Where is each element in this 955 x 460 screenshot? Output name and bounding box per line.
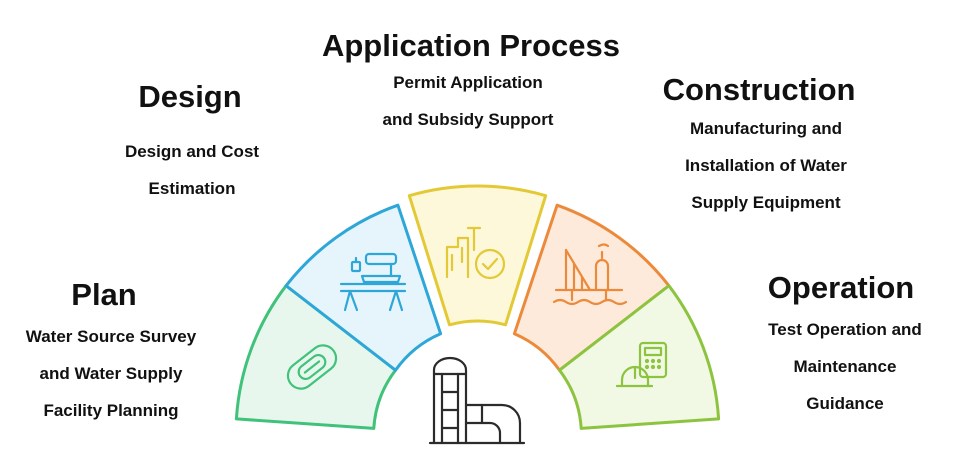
offshore-rig-icon [552, 243, 628, 306]
hardhat-calculator-icon [615, 341, 668, 388]
construction-line-3: Supply Equipment [691, 193, 841, 212]
construction-title: Construction [662, 72, 856, 107]
application-line-2: and Subsidy Support [382, 110, 554, 129]
plan-description: Water Source Survey and Water Supply Fac… [26, 318, 196, 429]
design-title: Design [138, 79, 242, 114]
plan-line-1: Water Source Survey [25, 327, 197, 346]
application-description: Permit Application and Subsidy Support [383, 64, 554, 138]
design-line-2: Estimation [148, 179, 236, 198]
operation-line-3: Guidance [806, 394, 884, 413]
construction-line-2: Installation of Water [685, 156, 847, 175]
construction-description: Manufacturing and Installation of Water … [685, 110, 847, 221]
approved-building-icon [445, 226, 506, 280]
water-tower-pipe-icon [428, 356, 526, 445]
operation-description: Test Operation and Maintenance Guidance [768, 311, 922, 422]
plan-line-3: Facility Planning [43, 401, 179, 420]
plan-title: Plan [71, 277, 137, 312]
design-description: Design and Cost Estimation [125, 133, 259, 207]
operation-title: Operation [767, 270, 915, 305]
plan-line-2: and Water Supply [39, 364, 183, 383]
design-line-1: Design and Cost [124, 142, 260, 161]
application-line-1: Permit Application [393, 73, 543, 92]
application-title: Application Process [321, 28, 621, 63]
sewing-machine-icon [339, 252, 407, 312]
segment-application [407, 184, 548, 327]
operation-line-1: Test Operation and [768, 320, 922, 339]
construction-line-1: Manufacturing and [689, 119, 843, 138]
segment-design [284, 203, 443, 372]
sanitary-pad-icon [286, 344, 338, 390]
operation-line-2: Maintenance [793, 357, 897, 376]
